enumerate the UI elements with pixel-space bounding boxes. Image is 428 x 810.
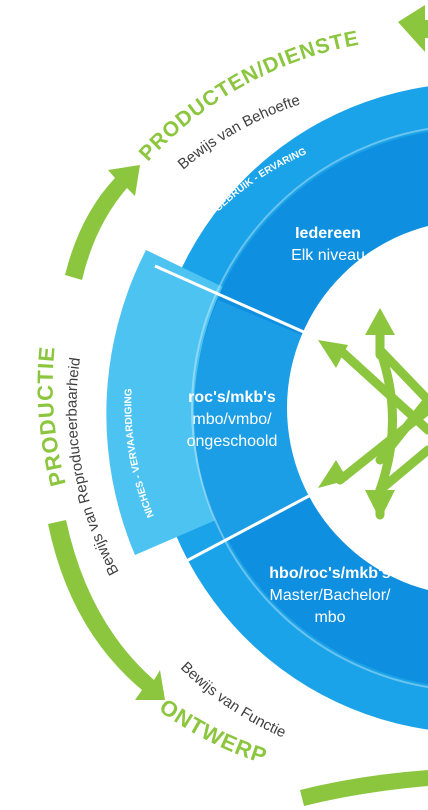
segment-top-title: Iedereen xyxy=(295,225,361,242)
segment-middle-title: roc's/mkb's xyxy=(188,389,276,406)
segment-bottom-line-2: mbo xyxy=(314,609,345,626)
center-disc xyxy=(287,226,428,590)
segment-bottom-line-1: Master/Bachelor/ xyxy=(270,587,391,604)
segment-middle-line-2: ongeschoold xyxy=(187,433,278,450)
cycle-arrow-icon xyxy=(48,5,428,806)
segment-middle-line-1: mbo/vmbo/ xyxy=(192,411,272,428)
center-network-arrows-icon xyxy=(318,308,428,520)
segment-bottom-title: hbo/roc's/mkb's xyxy=(269,565,391,582)
ring-boundary xyxy=(191,127,428,689)
segment-top-line-1: Elk niveau xyxy=(291,247,365,264)
outer-label-design: ONTWERP xyxy=(155,694,270,769)
